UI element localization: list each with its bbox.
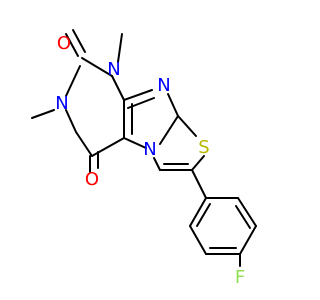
- bond-c8a-nbridge: [159, 115, 179, 145]
- atom-n-bridge: N: [143, 139, 156, 160]
- bond-n3-c2: [65, 65, 81, 97]
- bond-n1-c9a: [111, 75, 125, 101]
- bond-c4a-c4: [91, 137, 125, 157]
- bond-s-c7: [191, 155, 205, 171]
- bond-ph-6: [189, 197, 207, 227]
- atom-n1: N: [107, 59, 120, 80]
- molecule-diagram: O N N O N N S F: [31, 29, 257, 288]
- bond-c4-n3: [75, 131, 93, 157]
- atom-n-imidazole: N: [157, 75, 170, 96]
- bond-c9a-nring-second: [127, 97, 155, 109]
- bond-c2-o-top-second: [72, 29, 86, 53]
- bond-c7-phenyl: [191, 169, 207, 199]
- atom-f: F: [235, 267, 245, 288]
- bond-c2-n1: [81, 57, 113, 77]
- bond-c6-nbridge: [153, 157, 161, 171]
- bond-n1-methyl: [117, 33, 123, 63]
- bond-ph-5: [189, 225, 207, 255]
- bond-c9a-nring: [123, 89, 153, 101]
- bond-nbridge-c4a: [123, 137, 147, 149]
- bond-ph-2-second: [235, 205, 251, 229]
- bond-nring-c8a: [167, 93, 179, 117]
- bond-ph-3: [239, 225, 257, 255]
- bond-ph-2: [237, 197, 257, 227]
- atom-s: S: [198, 137, 209, 158]
- bond-ph-6-second: [196, 203, 211, 227]
- bond-n3-ring: [65, 109, 77, 133]
- bond-c8a-s: [177, 115, 197, 137]
- atom-o-top: O: [57, 33, 71, 54]
- bond-n3-methyl: [31, 109, 55, 119]
- atom-o-bottom: O: [85, 169, 99, 190]
- bond-c2-o-top: [65, 33, 79, 57]
- structure-canvas: O N N O N N S F: [31, 29, 257, 288]
- atom-n3: N: [55, 93, 68, 114]
